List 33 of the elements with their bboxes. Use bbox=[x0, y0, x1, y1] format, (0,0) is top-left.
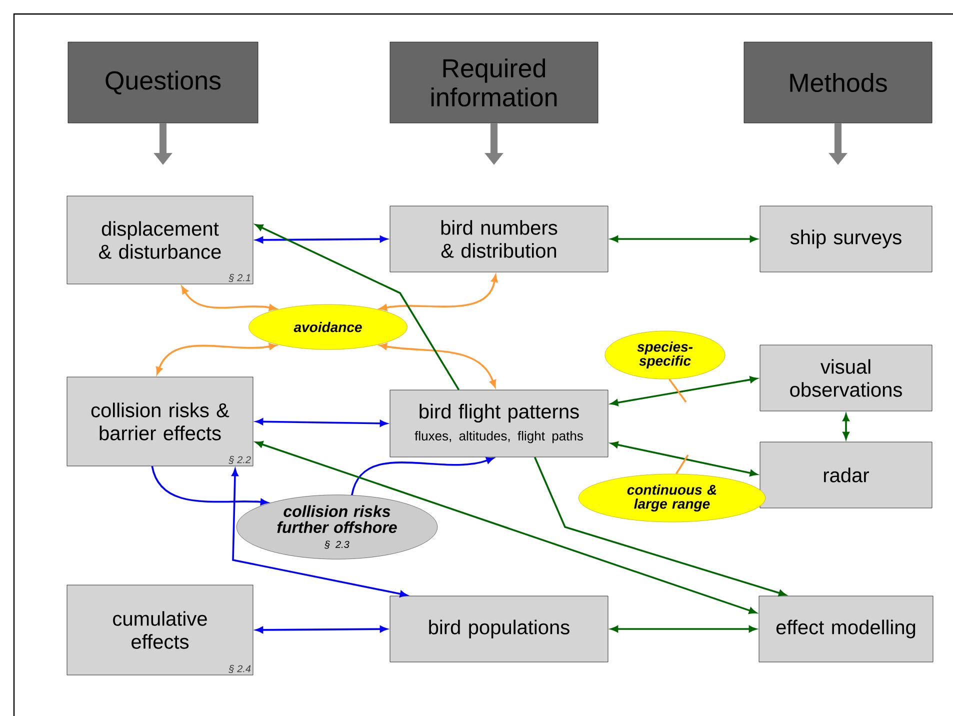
arrow bbox=[842, 414, 850, 440]
leader-line bbox=[668, 378, 687, 403]
arrow bbox=[610, 236, 758, 242]
column-header: Questions bbox=[68, 42, 258, 124]
arrow bbox=[610, 441, 758, 476]
section-number: § 2.4 bbox=[228, 664, 251, 674]
section-number: § 2.1 bbox=[228, 274, 250, 282]
arrow bbox=[610, 376, 758, 406]
process-box: ship surveys bbox=[760, 206, 932, 272]
arrow bbox=[256, 626, 388, 634]
arrow bbox=[534, 456, 786, 596]
process-box: bird flight patterns fluxes, altitudes, flight paths bbox=[390, 390, 608, 458]
column-header: Methods bbox=[744, 42, 932, 124]
arrow bbox=[256, 418, 388, 427]
arrow bbox=[181, 286, 276, 311]
arrow bbox=[256, 441, 756, 614]
process-box: effect modelling bbox=[758, 596, 934, 662]
arrow bbox=[232, 468, 408, 598]
leader-line bbox=[676, 454, 689, 474]
arrow bbox=[610, 626, 756, 632]
arrow bbox=[351, 457, 494, 496]
arrow bbox=[255, 224, 460, 390]
arrow bbox=[380, 343, 496, 388]
arrow bbox=[256, 236, 388, 244]
column-header: Required information bbox=[390, 42, 598, 124]
arrow bbox=[151, 466, 268, 506]
process-box: visual observations bbox=[760, 344, 932, 412]
section-number: § 2.2 bbox=[228, 456, 251, 464]
arrow bbox=[156, 343, 276, 374]
arrow bbox=[380, 274, 498, 311]
process-box: radar bbox=[760, 442, 932, 508]
process-box: bird populations bbox=[390, 596, 608, 662]
process-box: bird numbers & distribution bbox=[390, 206, 608, 272]
